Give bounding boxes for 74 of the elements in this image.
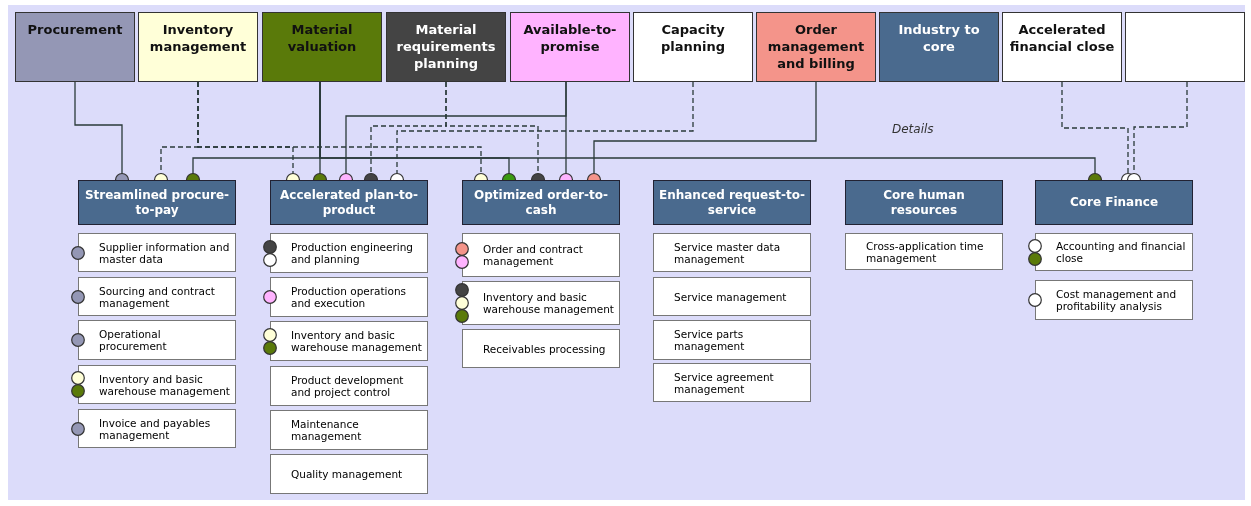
process-header: [78, 180, 236, 225]
function-box: [270, 233, 428, 273]
function-box: [78, 320, 236, 360]
process-header: [653, 180, 811, 225]
process-title: Enhanced request-to-service: [657, 187, 807, 218]
category-label: Procurement: [27, 21, 123, 38]
category-box: [1125, 12, 1245, 82]
function-box: [78, 277, 236, 316]
category-label: Material valuation: [286, 21, 358, 55]
function-label: Service master data management: [674, 240, 782, 265]
function-label: Quality management: [291, 468, 403, 480]
process-title: Streamlined procure-to-pay: [83, 187, 231, 218]
category-label: Order management and billing: [766, 21, 866, 72]
function-box: [462, 233, 620, 277]
function-box: [270, 277, 428, 317]
function-label: Production engineering and planning: [291, 241, 415, 265]
function-label: Sourcing and contract management: [99, 284, 216, 309]
function-box: [653, 320, 811, 360]
category-label: Available-to-promise: [522, 21, 618, 55]
category-box: [1002, 12, 1122, 82]
function-box: [653, 233, 811, 272]
function-box: [78, 365, 236, 404]
function-box: [653, 277, 811, 316]
function-label: Product development and project control: [291, 374, 405, 398]
note-text: Details: [892, 122, 934, 136]
function-label: Order and contract management: [483, 243, 584, 267]
function-label: Cross-application time management: [866, 239, 985, 264]
category-box: [386, 12, 506, 82]
function-label: Maintenance management: [291, 418, 363, 442]
category-box: [756, 12, 876, 82]
function-label: Service parts management: [674, 328, 746, 352]
process-header: [1035, 180, 1193, 225]
category-box: [15, 12, 135, 82]
function-label: Receivables processing: [483, 342, 606, 355]
category-box: [510, 12, 630, 82]
process-title: Accelerated plan-to-product: [279, 187, 419, 218]
function-box: [845, 233, 1003, 270]
function-box: [1035, 233, 1193, 271]
function-label: Accounting and financial close: [1056, 240, 1187, 264]
function-box: [653, 363, 811, 402]
function-label: Production operations and execution: [291, 285, 408, 309]
function-label: Invoice and payables management: [99, 416, 212, 441]
function-label: Inventory and basic warehouse management: [291, 329, 423, 353]
function-box: [270, 454, 428, 494]
function-label: Inventory and basic warehouse management: [483, 291, 615, 315]
process-header: [270, 180, 428, 225]
function-box: [270, 321, 428, 361]
process-header: [845, 180, 1003, 225]
function-box: [270, 366, 428, 406]
category-box: [633, 12, 753, 82]
process-title: Optimized order-to-cash: [473, 187, 609, 218]
function-box: [462, 281, 620, 325]
process-title: Core human resources: [882, 187, 966, 218]
category-box: [879, 12, 999, 82]
function-label: Service management: [674, 290, 787, 303]
function-box: [78, 233, 236, 272]
category-label: Capacity planning: [659, 21, 727, 55]
category-box: [138, 12, 258, 82]
function-label: Service agreement management: [674, 370, 775, 395]
process-header: [462, 180, 620, 225]
process-title: Core Finance: [1070, 195, 1158, 210]
function-label: Inventory and basic warehouse management: [99, 372, 231, 397]
category-label: Material requirements planning: [395, 21, 497, 72]
function-box: [1035, 280, 1193, 320]
function-box: [462, 329, 620, 368]
category-label: Inventory management: [148, 21, 248, 55]
function-label: Supplier information and master data: [99, 240, 231, 265]
function-label: Cost management and profitability analysis: [1056, 288, 1178, 312]
function-box: [78, 409, 236, 448]
category-label: Accelerated financial close: [1008, 21, 1116, 55]
function-box: [270, 410, 428, 450]
category-box: [262, 12, 382, 82]
function-label: Operational procurement: [99, 328, 168, 352]
category-label: Industry to core: [897, 21, 981, 55]
